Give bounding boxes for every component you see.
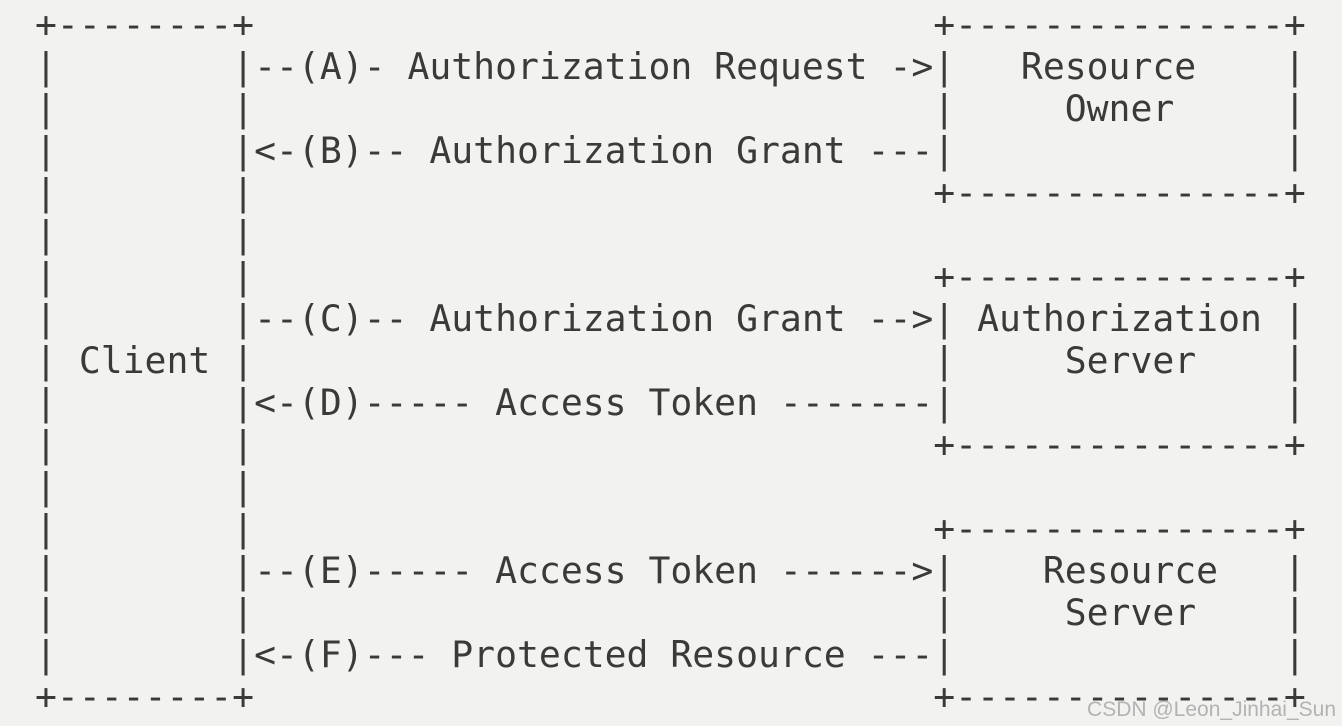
diagram-line: | |--(A)- Authorization Request ->| Reso… [35,45,1306,88]
diagram-line: | |--(C)-- Authorization Grant -->| Auth… [35,297,1306,340]
diagram-line: | | +---------------+ [35,171,1306,214]
diagram-line: | | +---------------+ [35,423,1306,466]
diagram-line: | | +---------------+ [35,507,1306,550]
diagram-line: | |<-(F)--- Protected Resource ---| | [35,633,1306,676]
diagram-line: | |<-(B)-- Authorization Grant ---| | [35,129,1306,172]
oauth-ascii-flow-diagram: +--------+ +---------------+| |--(A)- Au… [35,4,1306,718]
diagram-line: +--------+ +---------------+ [35,3,1306,46]
diagram-line: | Client | | Server | [35,339,1306,382]
diagram-line: | |--(E)----- Access Token ------>| Reso… [35,549,1306,592]
csdn-watermark: CSDN @Leon_Jinhai_Sun [1087,698,1336,721]
diagram-line: | | +---------------+ [35,255,1306,298]
diagram-line: | | | Owner | [35,87,1306,130]
diagram-line: | | [35,465,255,508]
diagram-line: +--------+ +---------------+ [35,675,1306,718]
diagram-line: | | [35,213,255,256]
diagram-line: | | | Server | [35,591,1306,634]
diagram-line: | |<-(D)----- Access Token -------| | [35,381,1306,424]
